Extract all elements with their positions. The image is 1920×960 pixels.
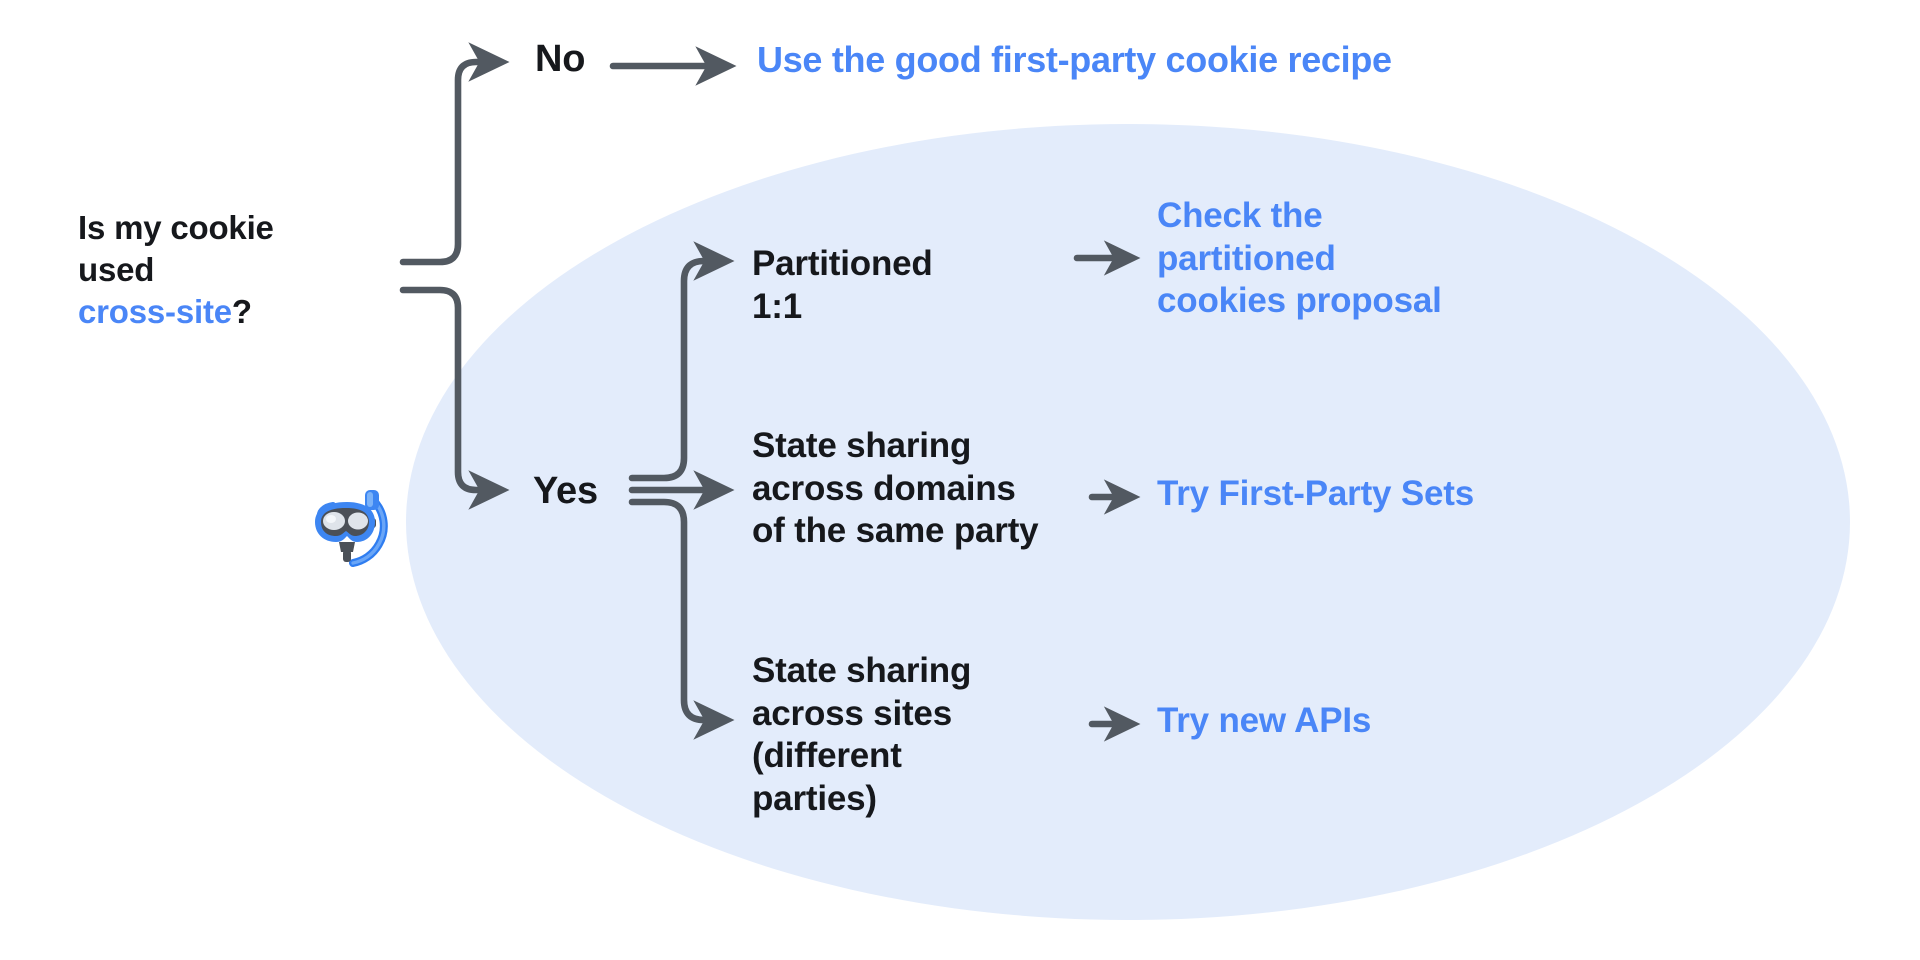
condition-state-sharing-domains: State sharing across domains of the same… bbox=[752, 426, 1039, 551]
condition-state-sharing-sites: State sharing across sites (different pa… bbox=[752, 651, 972, 819]
question-cross-site-link[interactable]: cross-site bbox=[78, 293, 232, 331]
outcome-first-party-sets[interactable]: Try First-Party Sets bbox=[1157, 474, 1474, 513]
question-mark: ? bbox=[231, 293, 252, 331]
connector-yes-to-sites bbox=[628, 498, 735, 740]
connector-question-to-no bbox=[399, 42, 510, 266]
connector-question-to-yes bbox=[399, 286, 510, 510]
condition-partitioned-1-1: Partitioned 1:1 bbox=[752, 244, 933, 326]
outcome-first-party-cookie-recipe[interactable]: Use the good first-party cookie recipe bbox=[757, 39, 1392, 80]
outcome-partitioned-cookies-proposal[interactable]: Check the partitioned cookies proposal bbox=[1157, 196, 1442, 321]
page-title: Is my cookie used cross-site? bbox=[78, 207, 378, 334]
question-line-1: Is my cookie bbox=[78, 209, 274, 246]
connector-yes-to-partitioned bbox=[628, 241, 735, 482]
branch-label-no: No bbox=[535, 38, 586, 80]
outcome-new-apis[interactable]: Try new APIs bbox=[1157, 701, 1372, 740]
cross-site-highlight-ellipse bbox=[406, 124, 1850, 920]
branch-label-yes: Yes bbox=[533, 470, 598, 512]
diving-mask-icon bbox=[315, 490, 388, 567]
question-line-2: used bbox=[78, 251, 155, 289]
